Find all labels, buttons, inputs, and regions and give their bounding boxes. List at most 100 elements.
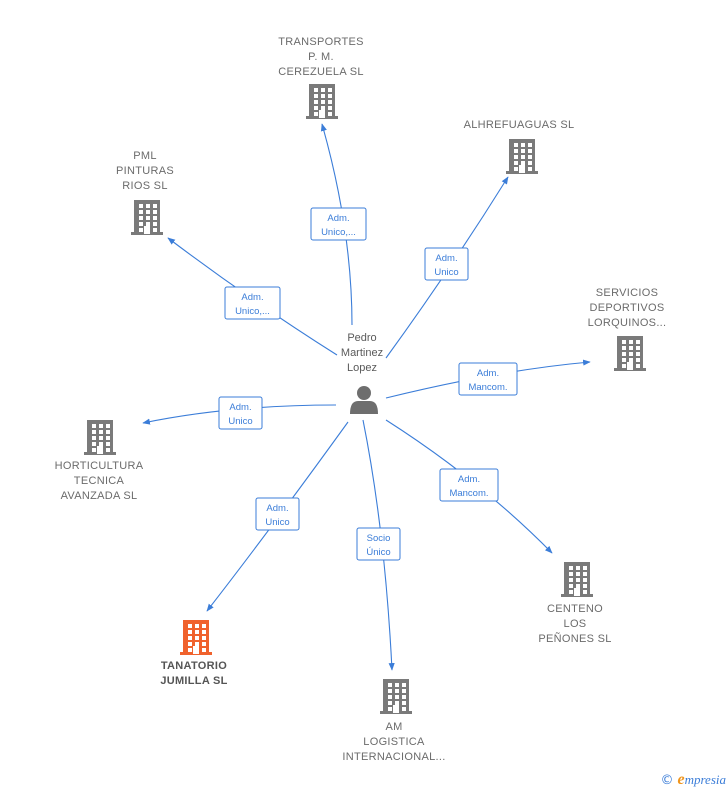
role-label-text: Adm. Unico,... xyxy=(235,292,270,317)
role-label-text-line: Adm. xyxy=(241,292,263,303)
company-name-line: TECNICA xyxy=(74,475,125,487)
building-icon[interactable] xyxy=(306,84,338,119)
role-label-text-line: Mancom. xyxy=(449,488,488,499)
role-label-box xyxy=(255,497,300,531)
role-label[interactable]: Adm. Mancom. xyxy=(458,362,518,396)
role-label-text-line: Adm. xyxy=(266,503,288,514)
role-label-box xyxy=(310,207,367,241)
company-name-line: LORQUINOS... xyxy=(588,317,667,329)
company-name-line: JUMILLA SL xyxy=(160,675,227,687)
company-node-centeno[interactable]: CENTENO LOS PEÑONES SL xyxy=(538,562,611,645)
company-node-servicios[interactable]: SERVICIOS DEPORTIVOS LORQUINOS... xyxy=(588,287,667,371)
role-label-text: Adm. Unico xyxy=(265,503,289,528)
empresia-credit[interactable]: ©empresia xyxy=(660,771,726,789)
company-name: HORTICULTURA TECNICA AVANZADA SL xyxy=(55,460,144,502)
person-name-line: Pedro xyxy=(347,332,376,344)
building-icon[interactable] xyxy=(84,420,116,455)
person-icon[interactable] xyxy=(350,386,378,414)
company-name-line: SERVICIOS xyxy=(596,287,658,299)
company-name-line: PML xyxy=(133,150,157,162)
role-label-text: Adm. Mancom. xyxy=(468,368,507,393)
company-name-line: AM xyxy=(385,721,402,733)
company-name-line: AVANZADA SL xyxy=(61,490,138,502)
role-label-text-line: Único xyxy=(366,547,390,558)
company-name-line: INTERNACIONAL... xyxy=(342,751,445,763)
role-label-box xyxy=(458,362,518,396)
copyright-icon: © xyxy=(660,773,674,788)
company-name-line: LOS xyxy=(564,618,587,630)
edge-servicios: Adm. Mancom. xyxy=(385,359,591,399)
role-label-box xyxy=(224,286,281,320)
company-node-pml[interactable]: PML PINTURAS RIOS SL xyxy=(116,150,174,235)
role-label-text-line: Unico xyxy=(265,517,289,528)
company-node-am[interactable]: AM LOGISTICA INTERNACIONAL... xyxy=(342,679,445,763)
company-name-line: LOGISTICA xyxy=(363,736,425,748)
building-icon[interactable] xyxy=(506,139,538,174)
brand-initial: e xyxy=(677,771,685,788)
role-label-text-line: Unico xyxy=(228,416,252,427)
company-name: CENTENO LOS PEÑONES SL xyxy=(538,603,611,645)
role-label-text-line: Unico,... xyxy=(235,306,270,317)
role-label-text: Adm.Unico,... xyxy=(321,213,356,238)
building-icon[interactable] xyxy=(380,679,412,714)
edge-transportes: Adm.Unico,... xyxy=(310,123,367,326)
company-name-line: CENTENO xyxy=(547,603,603,615)
role-label-text-line: Socio xyxy=(367,533,391,544)
edge-alhrefuaguas: Adm. Unico xyxy=(385,176,509,359)
role-label-text-line: Unico,... xyxy=(321,227,356,238)
role-label-text-line: Adm. xyxy=(229,402,251,413)
building-icon[interactable] xyxy=(131,200,163,235)
company-name-line: PINTURAS xyxy=(116,165,174,177)
company-name: PML PINTURAS RIOS SL xyxy=(116,150,174,192)
company-name-line: ALHREFUAGUAS SL xyxy=(464,119,575,131)
role-label-text-line: Unico xyxy=(434,267,458,278)
role-label[interactable]: Adm. Unico xyxy=(218,396,263,430)
company-name-line: DEPORTIVOS xyxy=(590,302,665,314)
person-name-line: Martinez xyxy=(341,347,383,359)
company-name-line: PEÑONES SL xyxy=(538,632,611,645)
role-label-text: Adm. Unico xyxy=(434,253,458,278)
company-name-line: RIOS SL xyxy=(122,180,168,192)
role-label-box xyxy=(439,468,499,502)
role-label-text-line: Adm. xyxy=(458,474,480,485)
person-name-line: Lopez xyxy=(347,362,377,374)
company-name: SERVICIOS DEPORTIVOS LORQUINOS... xyxy=(588,287,667,329)
building-icon[interactable] xyxy=(614,336,646,371)
company-name: ALHREFUAGUAS SL xyxy=(464,119,575,131)
role-label-text-line: Mancom. xyxy=(468,382,507,393)
building-icon[interactable] xyxy=(180,620,212,655)
role-label-text-line: Adm. xyxy=(435,253,457,264)
company-name: AM LOGISTICA INTERNACIONAL... xyxy=(342,721,445,763)
role-label-text: Adm. Mancom. xyxy=(449,474,488,499)
company-name-line: HORTICULTURA xyxy=(55,460,144,472)
edge-horticultura: Adm. Unico xyxy=(142,396,337,430)
role-label[interactable]: Adm.Unico,... xyxy=(310,207,367,241)
edge-centeno: Adm. Mancom. xyxy=(385,419,553,554)
edge-tanatorio: Adm. Unico xyxy=(206,421,349,612)
role-label-text-line: Adm. xyxy=(477,368,499,379)
role-label[interactable]: Adm. Unico,... xyxy=(224,286,281,320)
edges-layer: Adm.Unico,...Adm.UnicoAdm.Unico,...Adm.M… xyxy=(142,123,591,671)
company-name-line: P. M. xyxy=(308,51,334,63)
building-icon[interactable] xyxy=(561,562,593,597)
role-label[interactable]: Adm. Mancom. xyxy=(439,468,499,502)
company-node-horticultura[interactable]: HORTICULTURA TECNICA AVANZADA SL xyxy=(55,420,144,502)
company-node-alhrefuaguas[interactable]: ALHREFUAGUAS SL xyxy=(464,119,575,174)
role-label[interactable]: Adm. Unico xyxy=(424,247,469,281)
role-label[interactable]: Adm. Unico xyxy=(255,497,300,531)
role-label-box xyxy=(424,247,469,281)
edge-pml: Adm. Unico,... xyxy=(167,237,338,356)
role-label-text: Adm. Unico xyxy=(228,402,252,427)
role-label-box xyxy=(356,527,401,561)
brand-name: mpresia xyxy=(684,772,726,787)
